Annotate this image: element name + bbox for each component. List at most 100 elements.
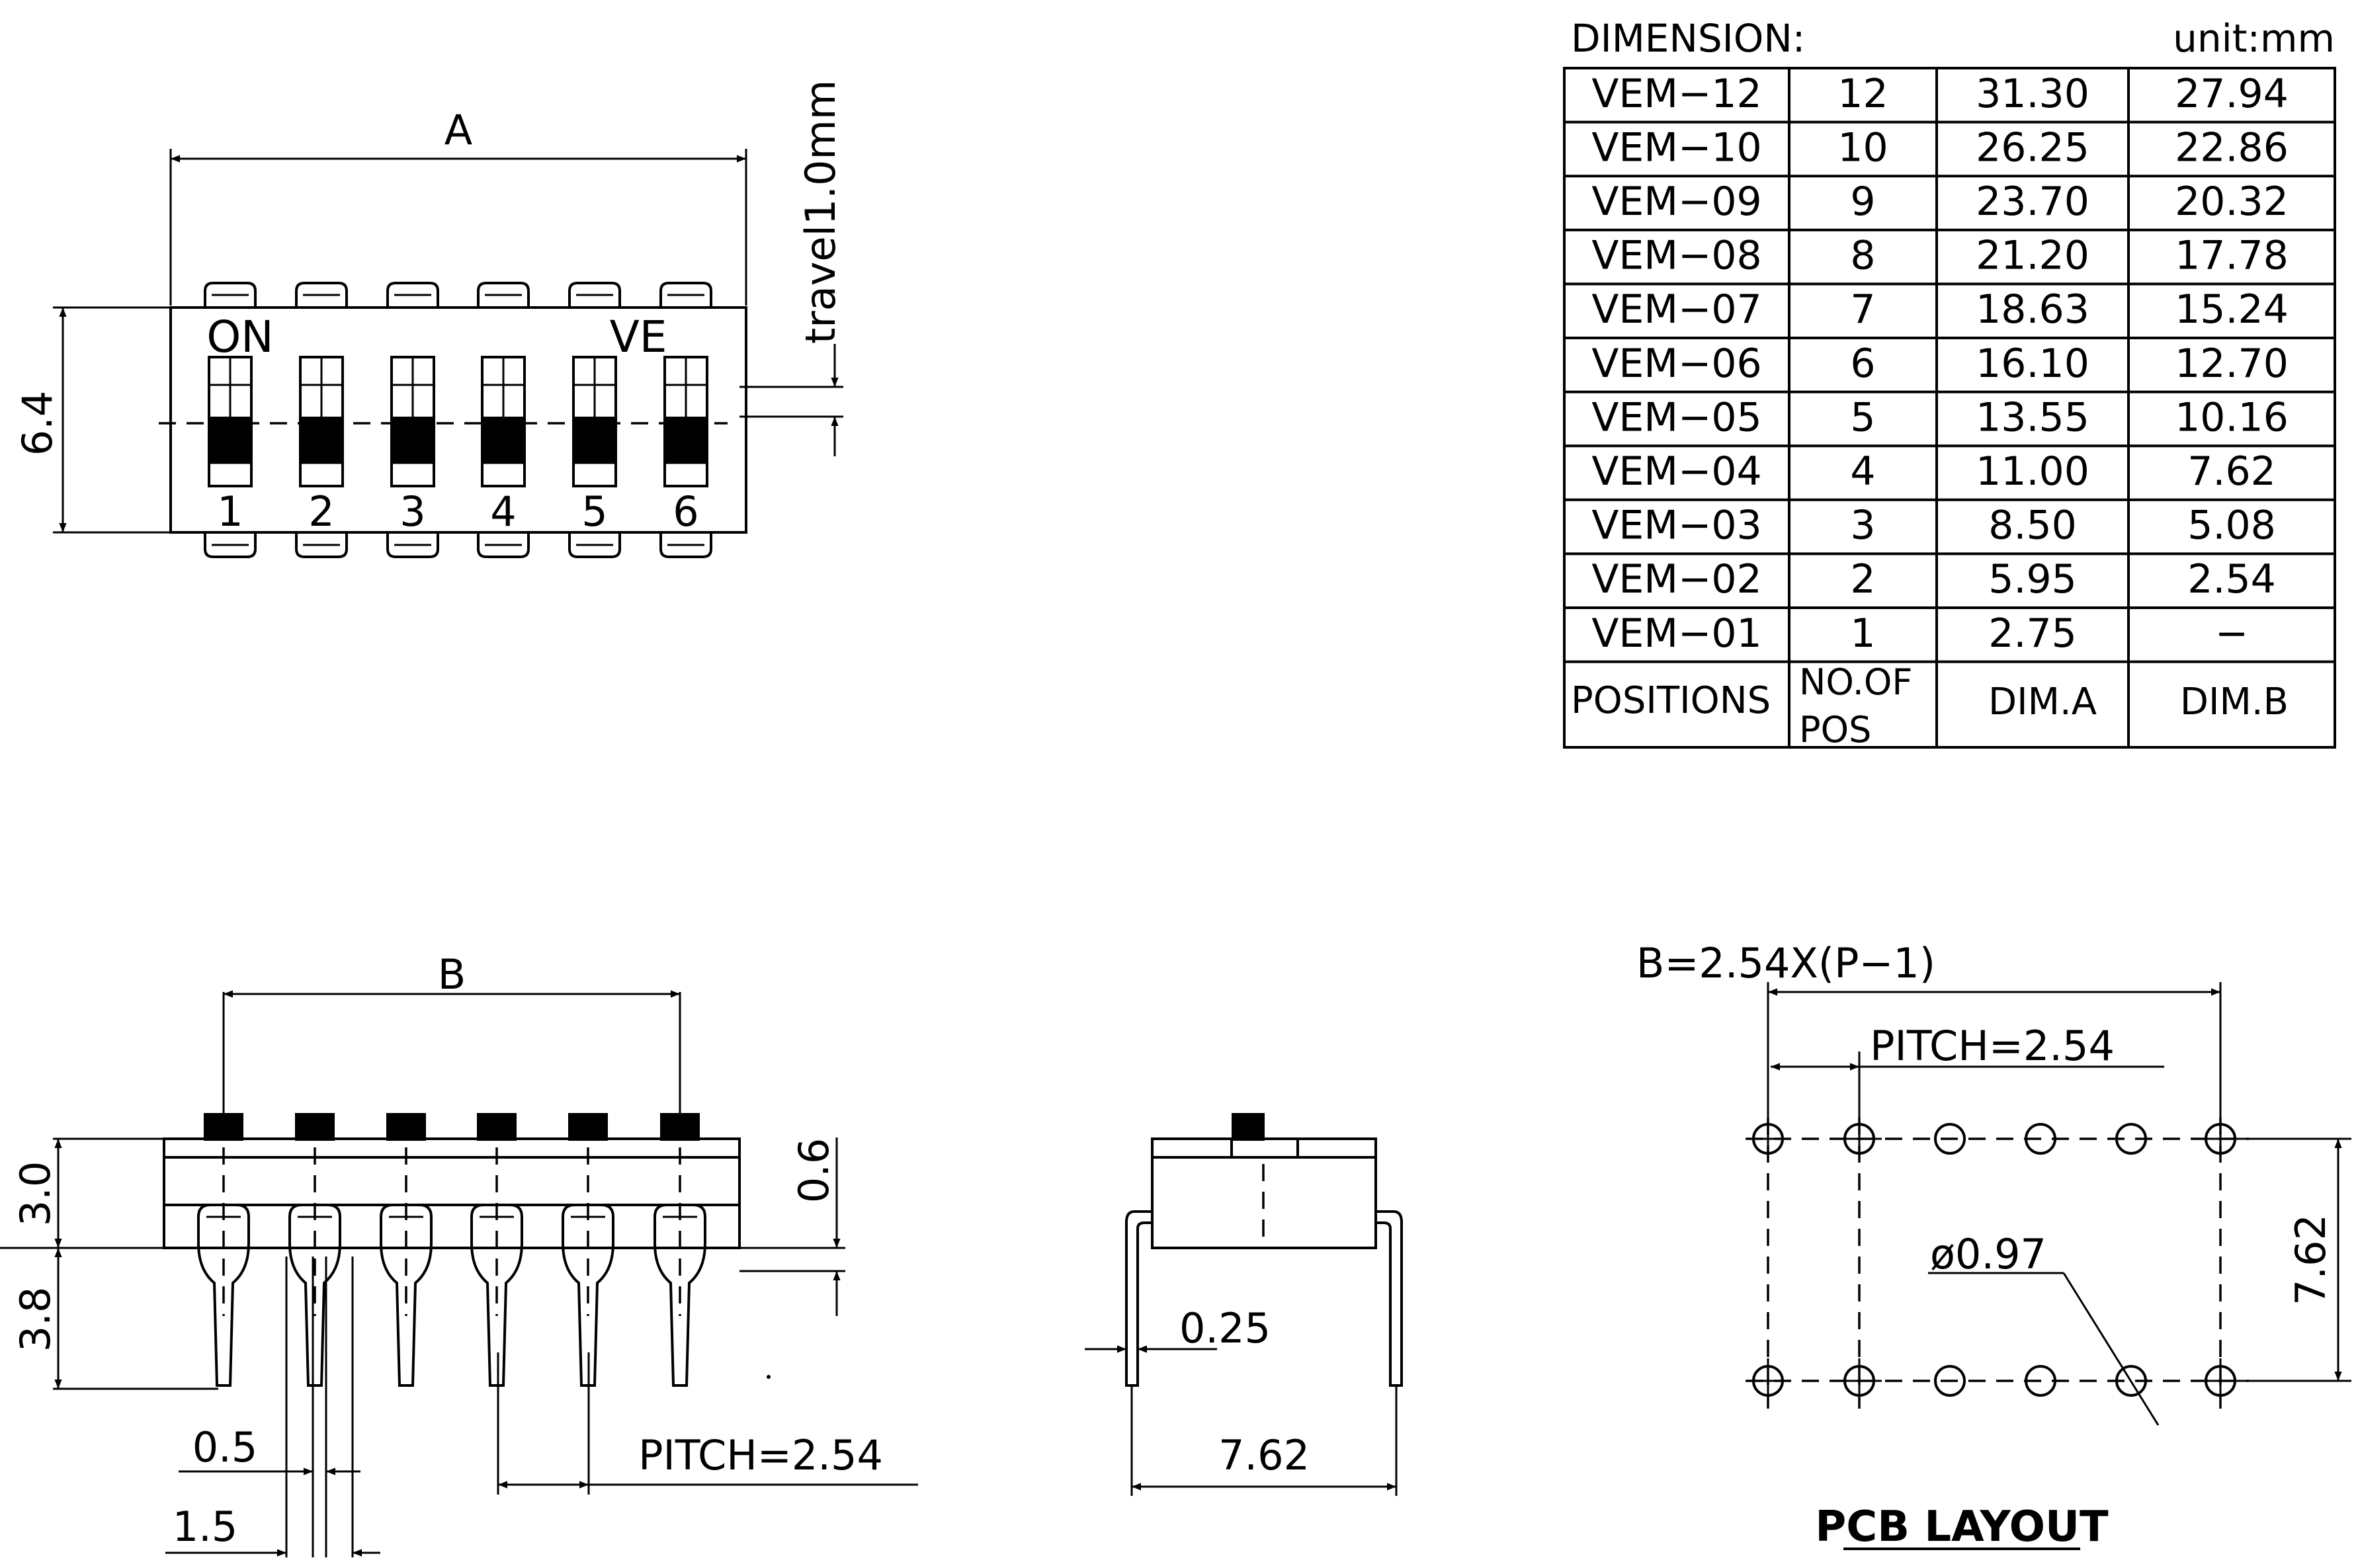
table-cell: 12.70: [2175, 341, 2289, 387]
actuators: [204, 1113, 700, 1316]
table-cell: 10.16: [2175, 394, 2289, 440]
pcb-layout: B=2.54X(P−1) PITCH=2.54 7.62 ø0.97 PCB L…: [1636, 939, 2351, 1551]
header-dim-a: DIM.A: [1988, 681, 2097, 723]
dim-pin-label: 3.8: [11, 1287, 60, 1352]
table-cell: 16.10: [1976, 341, 2089, 387]
header-dim-b: DIM.B: [2180, 681, 2289, 723]
table-cell: VEM−08: [1591, 233, 1761, 279]
table-cell: VEM−06: [1591, 341, 1761, 387]
table-cell: 12: [1837, 71, 1888, 117]
front-actuator: [660, 1113, 700, 1141]
table-cell: 5.08: [2187, 503, 2276, 549]
dim-actuator-label: 0.6: [790, 1138, 838, 1204]
table-cell: VEM−12: [1591, 71, 1761, 117]
bottom-pad: [659, 532, 712, 558]
dip-switch: 3: [390, 356, 435, 536]
pcb-hole: [2025, 1123, 2056, 1155]
table-row: VEM−06 6 16.10 12.70: [1591, 341, 2289, 387]
top-pad: [204, 282, 257, 308]
front-view: B 3.0 3.8 0.6 0.5 1.5: [0, 950, 918, 1557]
table-cell: 9: [1850, 179, 1875, 225]
bottom-pad: [295, 532, 348, 558]
table-cell: VEM−04: [1591, 448, 1761, 495]
dip-switch: 6: [663, 356, 708, 536]
table-cell: 26.25: [1976, 124, 2089, 171]
dim-b-label: B: [438, 950, 466, 999]
table-cell: 15.24: [2175, 286, 2289, 333]
front-pin: [288, 1204, 341, 1387]
switch-number: 4: [490, 487, 516, 536]
dim-pin-base-label: 1.5: [173, 1503, 238, 1551]
bottom-pad: [568, 532, 621, 558]
dim-body-label: 3.0: [11, 1161, 60, 1227]
table-cell: 8: [1850, 233, 1875, 279]
top-pad: [295, 282, 348, 308]
header-positions: POSITIONS: [1571, 679, 1771, 722]
table-cell: 5.95: [1988, 556, 2077, 602]
travel-label: travel1.0mm: [796, 80, 845, 344]
pcb-hole: [1934, 1365, 1966, 1397]
table-cell: 22.86: [2175, 124, 2289, 171]
front-pitch-label: PITCH=2.54: [638, 1431, 883, 1479]
front-pin: [653, 1204, 706, 1387]
table-cell: 10: [1837, 124, 1888, 171]
table-cell: 21.20: [1976, 233, 2089, 279]
table-cell: 2.54: [2187, 556, 2276, 602]
table-cell: VEM−09: [1591, 179, 1761, 225]
table-cell: 6: [1850, 341, 1875, 387]
bottom-pad: [204, 532, 257, 558]
header-no-of: NO.OF: [1799, 661, 1912, 703]
switch-number: 3: [400, 487, 425, 536]
table-cell: 4: [1850, 448, 1875, 495]
dip-switch: 5: [572, 356, 617, 536]
table-cell: 3: [1850, 503, 1875, 549]
dim-pin-width-label: 0.5: [192, 1423, 258, 1471]
table-cell: VEM−05: [1591, 394, 1761, 440]
front-pin: [380, 1204, 433, 1387]
hole-diameter-label: ø0.97: [1930, 1230, 2046, 1278]
pcb-hole: [2115, 1365, 2147, 1397]
on-label: ON: [206, 311, 273, 362]
front-pin: [562, 1204, 614, 1387]
top-pad: [386, 282, 439, 308]
switch-number: 2: [308, 487, 334, 536]
pcb-hole: [2025, 1365, 2056, 1397]
table-title: DIMENSION:: [1571, 16, 1805, 61]
bottom-pad: [386, 532, 439, 558]
top-pads: [204, 282, 712, 558]
dip-switch: 4: [481, 356, 526, 536]
table-unit: unit:mm: [2173, 16, 2335, 61]
pcb-formula: B=2.54X(P−1): [1636, 939, 1935, 987]
table-cell: 18.63: [1976, 286, 2089, 333]
top-pad: [568, 282, 621, 308]
pcb-hole: [1934, 1123, 1966, 1155]
table-cell: VEM−02: [1591, 556, 1761, 602]
dim-lead-label: 0.25: [1179, 1304, 1271, 1352]
table-row: VEM−08 8 21.20 17.78: [1591, 233, 2289, 279]
table-cell: 17.78: [2175, 233, 2289, 279]
table-row: VEM−05 5 13.55 10.16: [1591, 394, 2289, 440]
table-cell: VEM−01: [1591, 610, 1761, 657]
dip-switch: 2: [299, 356, 344, 536]
header-pos: POS: [1799, 709, 1871, 751]
front-actuator: [568, 1113, 608, 1141]
front-actuator: [386, 1113, 426, 1141]
table-cell: 5: [1850, 394, 1875, 440]
pcb-pitch-label: PITCH=2.54: [1870, 1022, 2115, 1070]
top-pad: [477, 282, 530, 308]
table-cell: 13.55: [1976, 394, 2089, 440]
table-cell: 7.62: [2187, 448, 2276, 495]
table-cell: 31.30: [1976, 71, 2089, 117]
table-cell: VEM−07: [1591, 286, 1761, 333]
switch-number: 1: [217, 487, 243, 536]
